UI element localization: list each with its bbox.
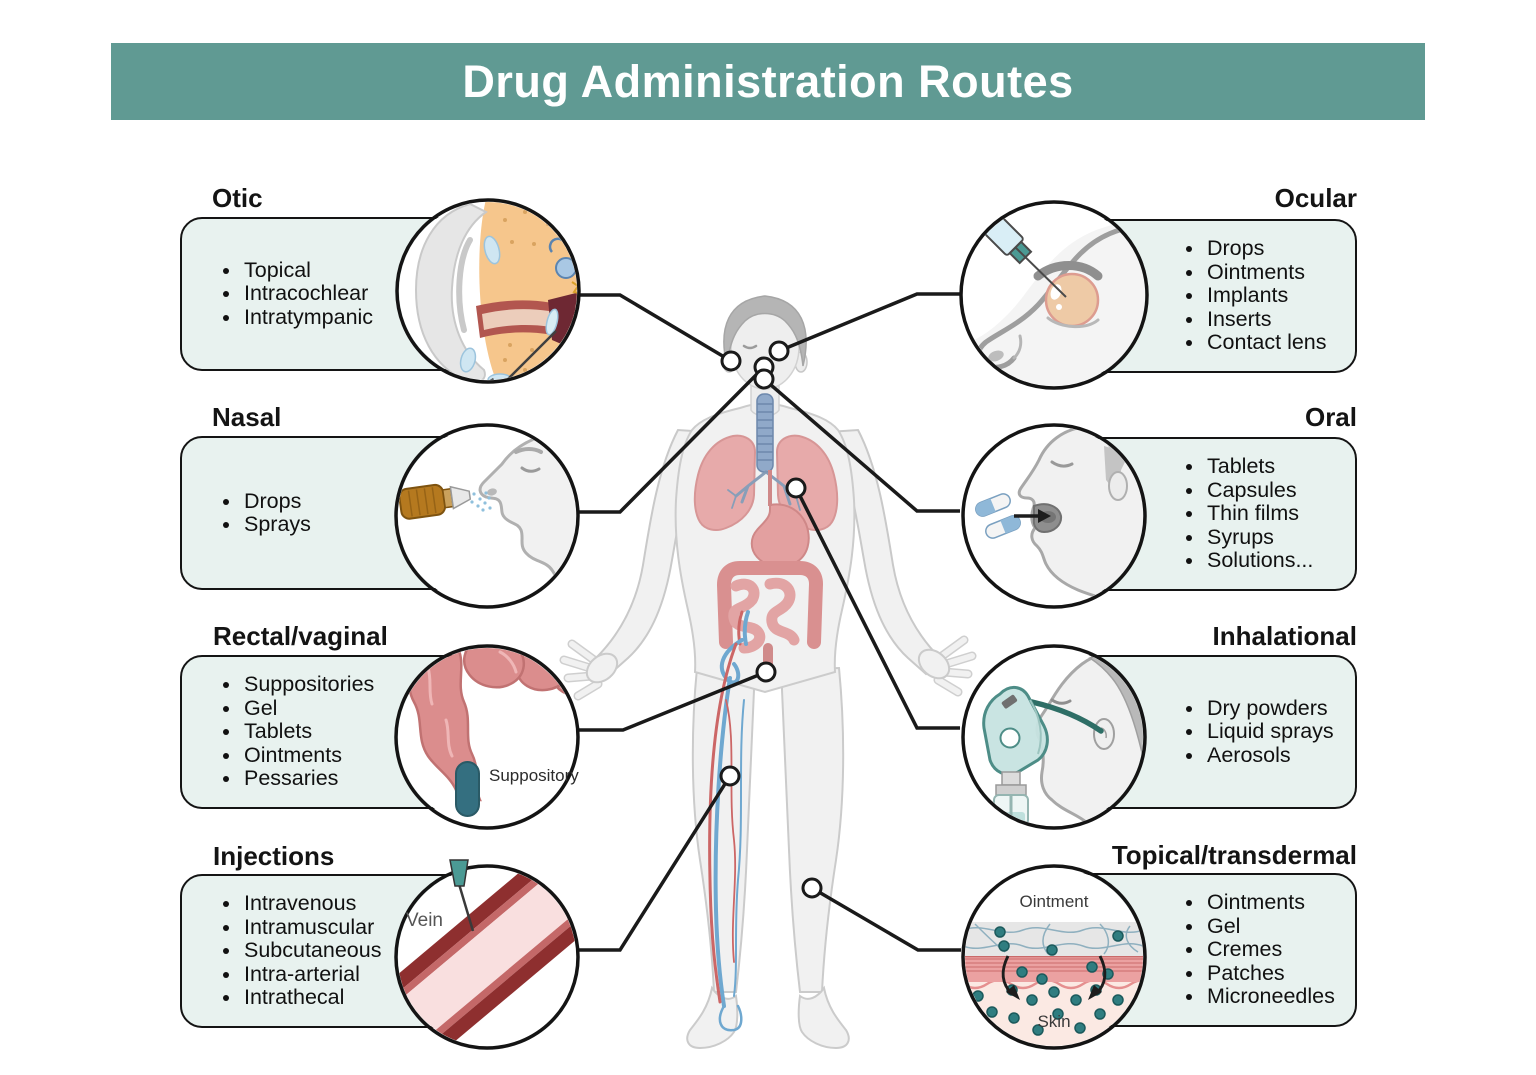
panel-inhalational: Dry powders Liquid sprays Aerosols bbox=[1027, 655, 1357, 809]
hair bbox=[723, 295, 807, 367]
list-item: Drops bbox=[1205, 237, 1327, 261]
group-title-nasal: Nasal bbox=[212, 402, 282, 432]
list-item: Drops bbox=[242, 489, 311, 514]
list-item: Intracochlear bbox=[242, 282, 373, 306]
list-item: Inserts bbox=[1205, 307, 1327, 332]
list-item: Intramuscular bbox=[242, 915, 381, 940]
list-item: Ointments bbox=[1205, 260, 1327, 285]
list-item: Cremes bbox=[1205, 938, 1335, 962]
connector-otic bbox=[579, 293, 732, 363]
list-item: Tablets bbox=[242, 720, 374, 744]
panel-injections: Intravenous Intramuscular Subcutaneous I… bbox=[180, 874, 510, 1028]
connector-oral bbox=[762, 377, 960, 513]
dot-ear bbox=[720, 350, 742, 372]
list-item: Sprays bbox=[242, 512, 311, 537]
list-ocular: Drops Ointments Implants Inserts Contact… bbox=[1029, 237, 1327, 355]
list-item: Capsules bbox=[1205, 478, 1313, 503]
dot-groin bbox=[755, 661, 777, 683]
group-title-oral: Oral bbox=[1304, 402, 1357, 432]
group-title-rectal: Rectal/vaginal bbox=[213, 621, 388, 651]
dot-mouth bbox=[753, 368, 775, 390]
list-item: Intravenous bbox=[242, 892, 381, 916]
page-title: Drug Administration Routes bbox=[462, 55, 1074, 107]
list-item: Intratympanic bbox=[242, 305, 373, 330]
list-inhalational: Dry powders Liquid sprays Aerosols bbox=[1029, 696, 1334, 768]
list-item: Topical bbox=[242, 258, 373, 283]
group-title-ocular: Ocular bbox=[1274, 183, 1357, 213]
panel-topical: Ointments Gel Cremes Patches Microneedle… bbox=[1027, 873, 1357, 1027]
list-item: Gel bbox=[1205, 914, 1335, 939]
list-rectal: Suppositories Gel Tablets Ointments Pess… bbox=[182, 673, 374, 791]
list-item: Aerosols bbox=[1205, 743, 1334, 768]
right-hand bbox=[917, 635, 977, 697]
list-item: Patches bbox=[1205, 961, 1335, 986]
panel-nasal: Drops Sprays bbox=[180, 436, 510, 590]
list-item: Dry powders bbox=[1205, 696, 1334, 721]
intestines bbox=[716, 561, 824, 673]
connector-injections bbox=[579, 775, 732, 952]
dot-eye bbox=[768, 340, 790, 362]
connector-rectal bbox=[579, 670, 767, 732]
connector-topical bbox=[811, 886, 961, 952]
dot-shin bbox=[801, 877, 823, 899]
connector-inhalational bbox=[794, 487, 960, 730]
list-item: Tablets bbox=[1205, 455, 1313, 479]
connector-lines bbox=[577, 292, 961, 952]
leg-blood-vessels bbox=[708, 610, 750, 1032]
panel-ocular: Drops Ointments Implants Inserts Contact… bbox=[1027, 219, 1357, 373]
capsules bbox=[975, 493, 1021, 539]
list-item: Implants bbox=[1205, 284, 1327, 308]
panel-rectal: Suppositories Gel Tablets Ointments Pess… bbox=[180, 655, 510, 809]
group-title-topical: Topical/transdermal bbox=[1111, 840, 1357, 870]
list-injections: Intravenous Intramuscular Subcutaneous I… bbox=[182, 892, 381, 1010]
connector-ocular bbox=[778, 292, 960, 353]
list-item: Microneedles bbox=[1205, 985, 1335, 1009]
list-topical: Ointments Gel Cremes Patches Microneedle… bbox=[1029, 891, 1335, 1009]
stomach bbox=[750, 503, 810, 568]
list-item: Liquid sprays bbox=[1205, 720, 1334, 744]
dot-lung bbox=[785, 477, 807, 499]
list-item: Contact lens bbox=[1205, 331, 1327, 355]
list-nasal: Drops Sprays bbox=[182, 489, 311, 537]
connector-nasal bbox=[577, 365, 766, 514]
panel-oral: Tablets Capsules Thin films Syrups Solut… bbox=[1027, 437, 1357, 591]
list-item: Intra-arterial bbox=[242, 962, 381, 987]
nebulizer-chamber bbox=[993, 771, 1029, 826]
connector-dots bbox=[719, 340, 823, 899]
left-hand bbox=[559, 639, 619, 701]
panel-otic: Topical Intracochlear Intratympanic bbox=[180, 217, 510, 371]
list-oral: Tablets Capsules Thin films Syrups Solut… bbox=[1029, 455, 1313, 573]
title-bar: Drug Administration Routes bbox=[111, 43, 1425, 120]
list-item: Intrathecal bbox=[242, 986, 381, 1010]
group-title-otic: Otic bbox=[212, 183, 263, 213]
list-item: Pessaries bbox=[242, 767, 374, 791]
eye-syringe bbox=[963, 204, 1033, 265]
group-title-injections: Injections bbox=[213, 841, 335, 871]
trachea bbox=[756, 393, 774, 473]
list-otic: Topical Intracochlear Intratympanic bbox=[182, 258, 373, 330]
list-item: Solutions... bbox=[1205, 549, 1313, 573]
lungs bbox=[693, 434, 839, 531]
list-item: Syrups bbox=[1205, 525, 1313, 550]
list-item: Suppositories bbox=[242, 673, 374, 697]
human-body-figure bbox=[559, 295, 977, 1050]
dot-thigh bbox=[719, 765, 741, 787]
list-item: Gel bbox=[242, 696, 374, 721]
list-item: Thin films bbox=[1205, 502, 1313, 526]
list-item: Ointments bbox=[1205, 891, 1335, 915]
list-item: Subcutaneous bbox=[242, 939, 381, 963]
group-title-inhalational: Inhalational bbox=[1212, 621, 1357, 651]
list-item: Ointments bbox=[242, 743, 374, 768]
dot-nose bbox=[753, 356, 775, 378]
